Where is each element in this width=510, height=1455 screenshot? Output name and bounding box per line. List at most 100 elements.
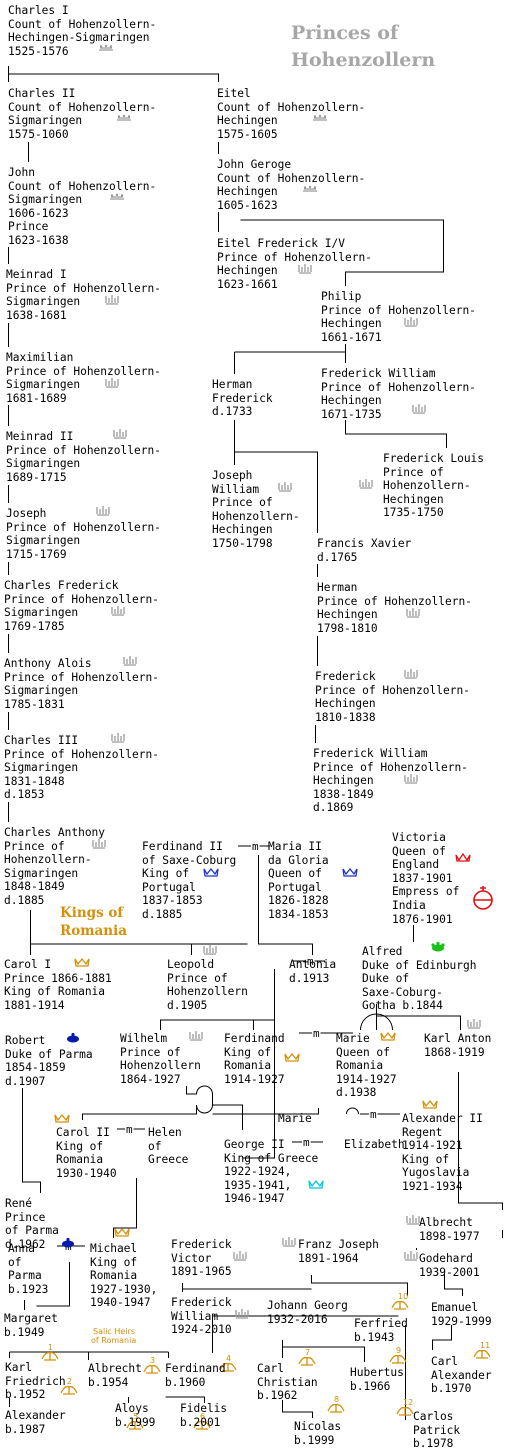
person-alfred-line-0: Alfred: [362, 945, 403, 958]
person-maria2-line-4: 1826-1828: [268, 894, 329, 908]
person-carlchristian-line-1: Christian: [257, 1375, 318, 1389]
person-josephwilliam-line-0: Joseph: [212, 469, 253, 482]
person-maria2-line-5: 1834-1853: [268, 907, 329, 921]
person-meinrad2-line-3: 1689-1715: [6, 470, 67, 484]
crown-icon-ferdinand2: [203, 867, 219, 877]
person-hermanfred-line-1: Frederick: [212, 391, 273, 405]
salic-heir-number-fidelis: 6: [200, 1412, 205, 1421]
person-elizabeth: Elizabeth: [344, 1138, 405, 1152]
person-charles3-line-0: Charles III: [4, 734, 79, 747]
person-margaret-line-0: Margaret: [4, 1312, 58, 1325]
person-carol2-line-2: Romania: [56, 1153, 104, 1167]
salic-heir-crown-icon-ferdinand3: [219, 1362, 237, 1372]
person-mariey-line-0: Marie: [278, 1112, 312, 1125]
person-meinrad2-line-1: Prince of Hohenzollern-: [6, 443, 161, 457]
crown-icon-eitelfred: [298, 264, 312, 274]
person-meinrad1-line-1: Prince of Hohenzollern-: [6, 281, 161, 295]
person-rene-line-0: René: [5, 1197, 32, 1210]
marriage-mark-1: m: [307, 955, 314, 968]
person-michael-line-0: Michael: [90, 1242, 138, 1255]
person-victoria-line-5: India: [392, 898, 426, 912]
kings-of-romania-label-line-2: Romania: [60, 923, 127, 939]
person-fredlouis-line-4: 1735-1750: [383, 506, 444, 520]
line-ferdinand2-antonia: [258, 855, 313, 955]
person-aloys-line-1: b.1999: [115, 1415, 156, 1429]
person-philip-line-3: 1661-1671: [321, 330, 382, 344]
crown-icon-michael: [114, 1227, 130, 1237]
person-alexander2-line-2: 1914-1921: [402, 1139, 463, 1153]
line-marie-hop: [346, 1107, 359, 1115]
person-george2-line-1: King of Greece: [224, 1151, 319, 1165]
person-meinrad1-line-0: Meinrad I: [6, 268, 67, 281]
person-fredvictor-line-1: Victor: [171, 1251, 212, 1265]
person-johngeorge-line-2: Hechingen: [217, 185, 278, 199]
person-johngeorge-line-1: Count of Hohenzollern-: [217, 171, 366, 185]
person-charles1-line-2: Hechingen-Sigmaringen: [8, 31, 150, 45]
crown-icon-wilhelm: [189, 1031, 203, 1041]
person-maximilian-line-2: Sigmaringen: [6, 378, 81, 392]
person-alfred-line-4: Gotha b.1844: [362, 999, 443, 1013]
person-rene-line-1: Prince: [5, 1210, 46, 1224]
crown-icon-charles2: [117, 114, 131, 121]
crown-icon-frederick: [404, 669, 418, 679]
person-josephwilliam-line-4: Hechingen: [212, 523, 273, 537]
person-josephwilliam-line-5: 1750-1798: [212, 536, 273, 550]
person-alexander2-line-4: Yugoslavia: [402, 1166, 470, 1180]
person-charles3-line-4: d.1853: [4, 788, 45, 802]
person-ferdinand2-line-2: King of: [142, 867, 190, 881]
person-hubertus-line-0: Hubertus: [350, 1366, 404, 1379]
salic-heir-number-ferdinand3: 4: [226, 1354, 231, 1363]
person-michael-line-1: King of: [90, 1255, 138, 1269]
person-carol1-line-0: Carol I: [4, 958, 52, 971]
person-franzjoseph-line-1: 1891-1964: [298, 1251, 359, 1265]
person-john-line-2: Sigmaringen: [8, 193, 83, 207]
person-charles1-line-3: 1525-1576: [8, 44, 69, 58]
person-michael-line-2: Romania: [90, 1269, 138, 1283]
person-victoria-line-6: 1876-1901: [392, 912, 453, 926]
person-fredwilliam3-line-0: Frederick: [171, 1296, 232, 1309]
person-wilhelm-line-1: Prince of: [120, 1045, 181, 1059]
person-robert-line-3: d.1907: [5, 1074, 46, 1088]
person-johngeorge-line-3: 1605-1623: [217, 198, 278, 212]
person-elizabeth-line-0: Elizabeth: [344, 1138, 405, 1151]
line-alfred-karlanton: [376, 1015, 461, 1030]
person-george2-line-2: 1922-1924,: [224, 1165, 292, 1179]
line-emanuel-carlalex: [432, 1325, 452, 1350]
person-ferdinand3-line-0: Ferdinand: [165, 1362, 226, 1375]
person-franzjoseph-line-0: Franz Joseph: [298, 1238, 379, 1251]
person-fredlouis-line-3: Hechingen: [383, 492, 444, 506]
person-john-line-0: John: [8, 166, 35, 179]
crown-icon-charles1: [99, 44, 113, 51]
salic-heir-crown-icon-nicolas: [327, 1403, 345, 1413]
crown-icon-charles3: [111, 733, 125, 743]
person-eitel-line-0: Eitel: [217, 87, 251, 100]
person-marie-line-1: Queen of: [336, 1045, 390, 1059]
person-fredwilliam2-line-0: Frederick William: [313, 747, 428, 760]
person-albrecht2-line-1: b.1954: [88, 1375, 129, 1389]
line-godehard-emanuel: [444, 1274, 463, 1296]
person-philip-line-2: Hechingen: [321, 317, 382, 331]
crown-icon-josephwilliam: [278, 482, 292, 492]
person-michael-line-3: 1927-1930,: [90, 1282, 158, 1296]
person-antonia-line-1: d.1913: [289, 971, 330, 985]
salic-heir-crown-icon-carlchristian: [298, 1356, 316, 1366]
person-carol2-line-1: King of: [56, 1139, 104, 1153]
person-emanuel-line-0: Emanuel: [431, 1301, 479, 1314]
crown-icon-robert: [67, 1032, 79, 1043]
person-margaret-line-1: b.1949: [4, 1325, 45, 1339]
crown-icon-charlesfred: [111, 606, 125, 616]
person-ferdinand2-line-5: d.1885: [142, 907, 183, 921]
